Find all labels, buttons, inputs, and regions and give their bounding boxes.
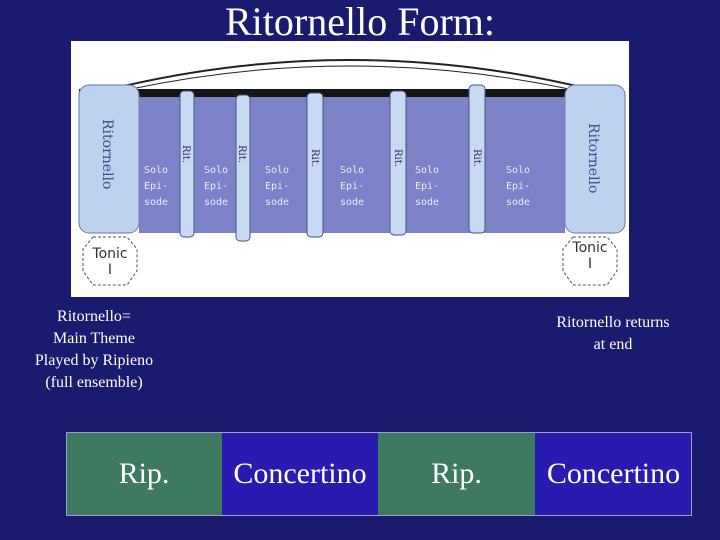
rit-tag-3: Rit. — [309, 149, 320, 167]
caption-left-line-2: Main Theme — [53, 330, 135, 347]
rit-pillar-2 — [235, 94, 251, 242]
tonic-right: Tonic I — [563, 240, 617, 272]
solo-episode-3: Solo Epi- sode — [265, 165, 290, 208]
arch-inner-line — [130, 65, 570, 90]
ritornello-form-figure: Ritornello Ritornello Rit. Rit. Rit. Rit… — [71, 41, 629, 297]
solo-episode-5: Solo Epi- sode — [415, 165, 440, 208]
solo-episode-4: Solo Epi- sode — [340, 165, 365, 208]
solo-episode-6: Solo Epi- sode — [506, 165, 531, 208]
tonic-left: Tonic I — [83, 246, 137, 278]
caption-ritornello-returns: Ritornello returns at end — [530, 312, 696, 356]
caption-ritornello-definition: Ritornello= Main Theme Played by Ripieno… — [14, 306, 174, 394]
slide-title: Ritornello Form: — [225, 0, 495, 44]
solo-episode-1: Solo Epi- sode — [144, 165, 169, 208]
tonic-left-label: Tonic — [92, 246, 128, 262]
rit-tag-5: Rit. — [471, 149, 482, 167]
top-bar — [79, 89, 621, 97]
rit-tag-4: Rit. — [392, 149, 403, 167]
solo-episode-2: Solo Epi- sode — [204, 165, 229, 208]
rit-pillar-5 — [468, 84, 486, 234]
strip-cell-concertino-1: Concertino — [222, 432, 378, 516]
caption-left-line-4: (full ensemble) — [45, 374, 143, 391]
form-diagram-svg — [78, 59, 626, 286]
strip-cell-ripieno-1: Rip. — [66, 432, 222, 516]
ritornello-label-left: Ritornello — [99, 119, 115, 190]
rit-tag-2: Rit. — [236, 145, 247, 163]
rit-pillar-1 — [179, 90, 195, 238]
arch-line — [110, 59, 590, 90]
rit-pillar-4 — [389, 90, 407, 236]
rit-pillar-3 — [306, 92, 324, 238]
ritornello-label-right: Ritornello — [585, 123, 601, 194]
caption-left-line-1: Ritornello= — [57, 308, 131, 325]
tonic-badge-left — [82, 236, 138, 286]
caption-right-line-1: Ritornello returns — [556, 314, 670, 331]
strip-cell-ripieno-2: Rip. — [378, 432, 535, 516]
caption-left-line-3: Played by Ripieno — [34, 352, 154, 369]
tonic-badge-right — [562, 236, 618, 286]
strip-cell-concertino-2: Concertino — [535, 432, 692, 516]
caption-right-line-2: at end — [593, 336, 633, 353]
tonic-right-label: Tonic — [572, 240, 608, 256]
tonic-left-numeral: I — [107, 262, 113, 278]
rit-tag-1: Rit. — [180, 145, 191, 163]
episode-area — [139, 97, 565, 233]
tonic-right-numeral: I — [587, 256, 593, 272]
